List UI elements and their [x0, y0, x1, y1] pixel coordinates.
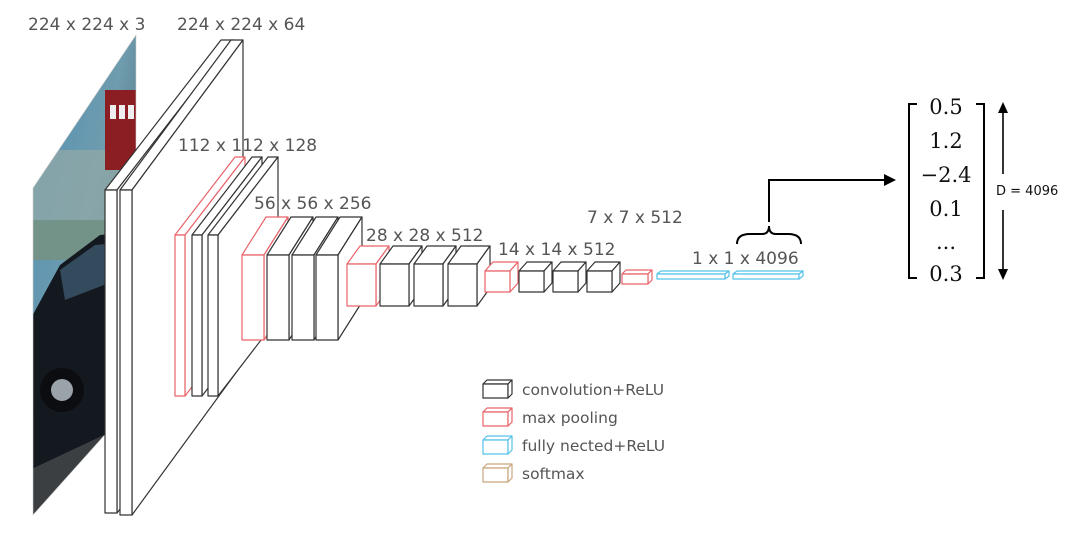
conv-layer-4c — [447, 245, 491, 307]
pool-layer-4 — [484, 261, 519, 293]
vector-value-2: 1.2 — [929, 129, 963, 153]
block4-layers — [346, 245, 491, 307]
fc-brace — [736, 225, 802, 245]
fc-layer-2 — [732, 270, 804, 280]
conv3-dimension-label: 56 x 56 x 256 — [254, 194, 372, 214]
conv2-dimension-label: 112 x 112 x 128 — [178, 136, 318, 156]
legend-swatch-conv — [482, 379, 513, 399]
vector-dimension-label: D = 4096 — [996, 184, 1059, 199]
legend-item-fc: fully nected+ReLU — [482, 435, 665, 457]
conv-layer-5b — [552, 261, 587, 293]
conv5-dimension-label: 14 x 14 x 512 — [498, 240, 616, 260]
conv4-dimension-label: 28 x 28 x 512 — [366, 226, 484, 246]
vector-value-3: −2.4 — [920, 163, 972, 187]
dimension-arrow — [998, 102, 1008, 280]
conv-layer-5a — [518, 261, 553, 293]
conv-layer-5c — [586, 261, 621, 293]
legend-swatches — [482, 379, 513, 483]
legend-item-softmax: softmax — [482, 463, 585, 485]
legend-swatch-pool — [482, 407, 513, 427]
legend-item-pool: max pooling — [482, 407, 618, 429]
block3-layers — [241, 216, 363, 341]
input-dimension-label: 224 x 224 x 3 — [28, 15, 146, 35]
vector-value-1: 0.5 — [929, 95, 963, 119]
legend-label-fc: fully nected+ReLU — [522, 437, 666, 455]
vector-value-5: ... — [935, 230, 957, 254]
vector-value-6: 0.3 — [929, 262, 963, 286]
vector-brackets — [908, 103, 985, 279]
legend-label-softmax: softmax — [522, 465, 585, 483]
pool-layer-5 — [621, 269, 653, 285]
pool5-dimension-label: 7 x 7 x 512 — [587, 208, 683, 228]
block5-layers — [484, 261, 621, 293]
right-bracket — [976, 103, 985, 279]
fc-dimension-label: 1 x 1 x 4096 — [692, 249, 799, 269]
legend-item-conv: convolution+ReLU — [482, 379, 664, 401]
fc-layers — [656, 270, 804, 280]
left-bracket — [908, 103, 917, 279]
legend-label-conv: convolution+ReLU — [522, 381, 665, 399]
fc-layer-1 — [656, 270, 730, 280]
legend-swatch-softmax — [482, 463, 513, 483]
legend-swatch-fc — [482, 435, 513, 455]
vector-value-4: 0.1 — [929, 197, 963, 221]
conv1-dimension-label: 224 x 224 x 64 — [177, 15, 306, 35]
feature-vector-arrow — [768, 174, 896, 222]
legend-label-pool: max pooling — [522, 409, 618, 427]
